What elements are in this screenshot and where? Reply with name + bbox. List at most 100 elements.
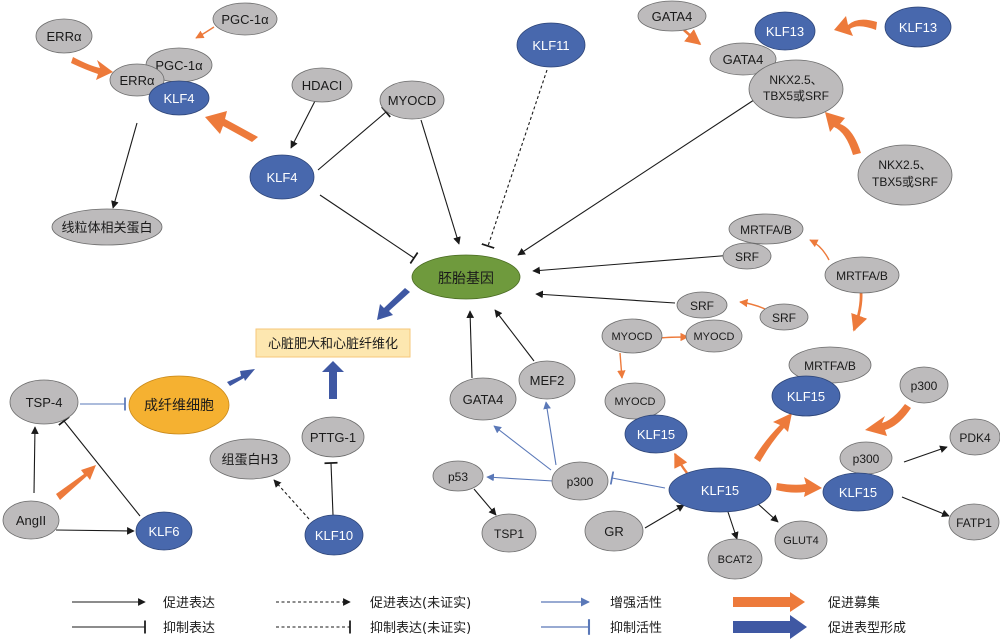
node-pgc-top: PGC-1α [212, 2, 278, 36]
svg-text:ERRα: ERRα [47, 29, 82, 44]
arrow-fibro-heart [227, 369, 255, 386]
edge-myocd-fetal [420, 119, 461, 245]
node-tsp4: TSP-4 [9, 379, 79, 425]
svg-text:MRTFA/B: MRTFA/B [836, 269, 888, 283]
node-klf15-mrtf: KLF15 [771, 375, 841, 417]
arrow-klf13 [834, 16, 877, 36]
node-gata4-in: GATA4 [709, 42, 777, 76]
node-pdk4: PDK4 [949, 418, 1000, 456]
node-klf4-top: KLF4 [148, 80, 210, 116]
svg-text:抑制活性: 抑制活性 [610, 621, 662, 636]
svg-text:NKX2.5、: NKX2.5、 [769, 73, 822, 87]
svg-text:p300: p300 [911, 379, 938, 393]
node-nkx-in: NKX2.5、 TBX5或SRF [748, 59, 844, 119]
svg-text:增强活性: 增强活性 [610, 596, 662, 611]
svg-text:KLF15: KLF15 [701, 483, 739, 498]
edge-klf15-fatp1 [901, 496, 950, 517]
svg-text:KLF11: KLF11 [532, 38, 569, 53]
svg-text:KLF4: KLF4 [266, 170, 297, 185]
svg-text:NKX2.5、: NKX2.5、 [878, 158, 931, 172]
svg-text:成纤维细胞: 成纤维细胞 [144, 398, 214, 414]
arrow-angii [56, 465, 96, 500]
legend-inhibit-unconfirmed: 抑制表达(未证实) [276, 620, 471, 636]
node-klf6: KLF6 [135, 511, 193, 551]
svg-text:PGC-1α: PGC-1α [221, 12, 269, 27]
node-klf15-p300: KLF15 [822, 472, 894, 512]
arrow-srf-mid [739, 298, 766, 310]
node-klf13-in: KLF13 [754, 11, 816, 51]
edge-klf15-bcat2 [726, 508, 739, 540]
node-tsp1: TSP1 [481, 513, 537, 553]
svg-text:KLF6: KLF6 [148, 524, 179, 539]
edge-klf11-fetal [481, 69, 548, 249]
node-mrtf-low: MRTFA/B [788, 346, 872, 384]
edge-klf4-fetal [319, 194, 419, 264]
arrow-fetal-heart [377, 288, 410, 320]
edge-klf4-myocd [317, 106, 391, 171]
edges-phenotype [227, 288, 410, 399]
node-mito: 线粒体相关蛋白 [51, 208, 163, 246]
node-bcat2: BCAT2 [707, 538, 763, 580]
svg-text:GATA4: GATA4 [723, 52, 764, 67]
arrow-klf15-right [776, 477, 822, 497]
svg-text:MYOCD: MYOCD [694, 331, 735, 343]
svg-text:SRF: SRF [690, 299, 714, 313]
svg-text:GATA4: GATA4 [463, 392, 504, 407]
arrow-mrtf-low [851, 291, 868, 332]
arrow-nkx [825, 112, 861, 155]
arrow-myocd [659, 332, 689, 342]
svg-text:p300: p300 [853, 452, 880, 466]
svg-text:MYOCD: MYOCD [615, 396, 656, 408]
svg-text:SRF: SRF [735, 250, 759, 264]
svg-text:ERRα: ERRα [120, 73, 155, 88]
node-gata4-low: GATA4 [449, 377, 517, 421]
node-gr: GR [584, 510, 644, 552]
nodes: ERRα PGC-1α PGC-1α ERRα KLF4 线粒体相关蛋白 HDA… [2, 0, 1000, 580]
legend-inhibit-activity: 抑制活性 [541, 619, 662, 636]
node-srf-mid: SRF [676, 291, 728, 319]
svg-text:GLUT4: GLUT4 [783, 535, 818, 547]
node-mrtf-in: MRTFA/B [728, 213, 804, 245]
svg-text:HDACI: HDACI [302, 78, 342, 93]
node-glut4: GLUT4 [774, 520, 828, 560]
svg-text:促进表型形成: 促进表型形成 [828, 621, 906, 636]
svg-text:GR: GR [604, 524, 624, 539]
edge-p53-tsp1 [473, 488, 497, 516]
legend-promote-unconfirmed: 促进表达(未证实) [276, 596, 471, 611]
svg-text:p300: p300 [567, 475, 594, 489]
legend-enhance: 增强活性 [541, 596, 662, 611]
edge-hdaci-klf4 [290, 100, 316, 149]
node-erra-top: ERRα [35, 18, 93, 54]
edges-orange [56, 16, 911, 500]
edge-nkx-fetal [517, 95, 761, 256]
svg-text:MRTFA/B: MRTFA/B [804, 359, 856, 373]
node-fibro: 成纤维细胞 [128, 375, 230, 435]
node-p300-in: p300 [839, 441, 893, 475]
node-p300: p300 [551, 461, 609, 501]
svg-text:KLF13: KLF13 [899, 20, 937, 35]
node-klf15-main: KLF15 [668, 467, 772, 513]
svg-text:GATA4: GATA4 [652, 9, 693, 24]
svg-text:线粒体相关蛋白: 线粒体相关蛋白 [61, 220, 152, 236]
node-histone: 组蛋白H3 [209, 438, 291, 480]
svg-text:抑制表达(未证实): 抑制表达(未证实) [370, 621, 471, 636]
svg-text:KLF15: KLF15 [637, 427, 675, 442]
legend-phenotype: 促进表型形成 [733, 615, 906, 639]
node-myocd-top: MYOCD [379, 80, 445, 120]
arrow-mrtf-in [809, 239, 830, 261]
node-nkx-src: NKX2.5、 TBX5或SRF [857, 144, 953, 206]
node-hdaci: HDACI [291, 67, 353, 103]
node-gata4-tl: GATA4 [637, 0, 707, 32]
node-mef2: MEF2 [518, 360, 576, 400]
svg-text:KLF15: KLF15 [839, 485, 877, 500]
node-klf10: KLF10 [304, 514, 364, 556]
svg-text:促进募集: 促进募集 [828, 595, 880, 611]
edge-p300-pdk4 [903, 445, 948, 463]
svg-text:MYOCD: MYOCD [612, 331, 653, 343]
arrow-gata4 [683, 29, 702, 46]
node-myocd-low: MYOCD [604, 382, 666, 420]
node-erra-mid: ERRα [109, 63, 165, 97]
legend: 促进表达 促进表达(未证实) 增强活性 促进募集 抑制表达 抑制表达(未证实) … [72, 592, 906, 639]
svg-text:KLF4: KLF4 [163, 91, 194, 106]
